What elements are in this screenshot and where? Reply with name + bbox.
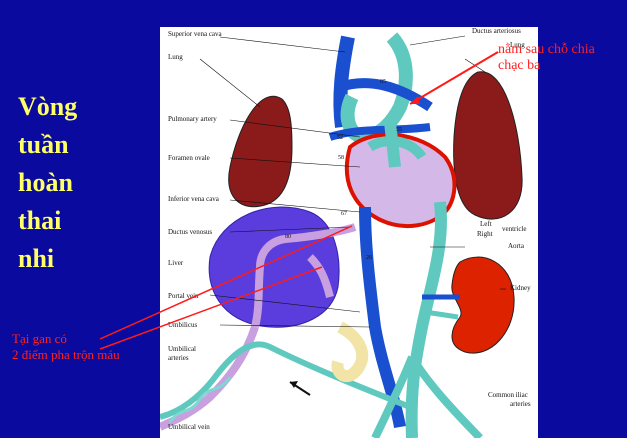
note-top: nằm sau chỗ chia chạc ba [498, 42, 595, 74]
iliac-artery-left [371, 355, 416, 438]
saturation-label: 67 [341, 211, 347, 217]
note-bottom: Tại gan có 2 điểm pha trộn máu [12, 331, 120, 363]
label-common-iliac: Common iliac [488, 391, 528, 399]
label-foramen-ovale: Foramen ovale [168, 154, 210, 162]
label-kidney: Kidney [510, 284, 531, 292]
label-umbilicus: Umbilicus [168, 321, 198, 329]
saturation-label: 65 [380, 79, 386, 85]
saturation-label: 80 [285, 234, 291, 240]
title-line: hoàn [18, 168, 73, 197]
label-umbilical-vein: Umbilical vein [168, 423, 210, 431]
saturation-label: 26 [366, 255, 372, 261]
label-portal-vein: Portal vein [168, 292, 199, 300]
label-liver: Liver [168, 259, 184, 267]
saturation-label: 52 [337, 135, 343, 141]
title-line: tuần [18, 130, 69, 159]
label-lung: Lung [168, 53, 183, 61]
label-superior-vena-cava: Superior vena cava [168, 30, 222, 38]
label-aorta: Aorta [508, 242, 524, 250]
note-bottom-line: Tại gan có [12, 331, 67, 346]
renal-artery [424, 309, 459, 320]
ascending-aorta [384, 121, 401, 168]
saturation-label: 55 [396, 127, 402, 133]
label-ductus-arteriosus: Ductus arteriosus [472, 27, 521, 35]
title-line: nhi [18, 244, 55, 273]
title-line: thai [18, 206, 62, 235]
saturation-label: 58 [338, 155, 344, 161]
iliac-artery-right [408, 354, 483, 438]
umbilical-cord-twist [168, 376, 232, 423]
left-lung-shape [228, 96, 293, 208]
note-bottom-line: 2 điểm pha trộn máu [12, 347, 120, 362]
label-right: Right [477, 230, 493, 238]
label-left: Left [480, 220, 492, 228]
descending-aorta [405, 201, 447, 438]
label-inferior-vena-cava: Inferior vena cava [168, 195, 219, 203]
flow-arrowhead [290, 381, 298, 388]
label-ventricle: ventricle [502, 225, 527, 233]
kidney-shape [451, 256, 515, 354]
slide-title: Vòng tuần hoàn thai nhi [18, 88, 138, 278]
fetal-circulation-diagram: Superior vena cava Lung Pulmonary artery… [160, 27, 538, 438]
note-top-line: chạc ba [498, 58, 541, 73]
label-ductus-venosus: Ductus venosus [168, 228, 213, 236]
label-pulmonary-artery: Pulmonary artery [168, 115, 217, 123]
label-umbilical-arteries: arteries [168, 354, 189, 362]
intestine-shape [331, 321, 369, 383]
right-lung-shape [453, 71, 523, 220]
title-line: Vòng [18, 92, 78, 121]
label-common-iliac: arteries [510, 400, 531, 408]
label-lung-right: Lung [510, 41, 525, 49]
note-top-line: nằm sau chỗ chia [498, 42, 595, 57]
label-umbilical-arteries: Umbilical [168, 345, 196, 353]
